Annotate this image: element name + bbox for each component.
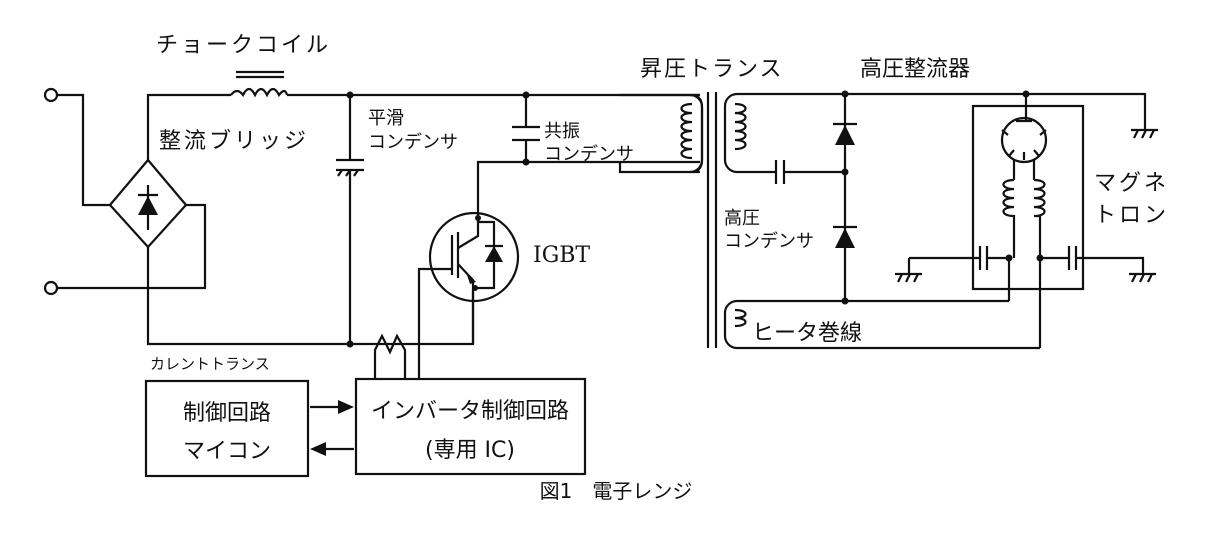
signal-arrows xyxy=(310,400,354,456)
label-resonant-cap-2: コンデンサ xyxy=(544,144,634,165)
inverter-block-line2: (専用 IC) xyxy=(425,438,515,463)
control-microcomputer-block: 制御回路 マイコン xyxy=(144,379,310,478)
label-hv-rectifier: 高圧整流器 xyxy=(860,57,970,82)
label-hv-cap-1: 高圧 xyxy=(724,208,760,229)
label-smoothing-cap-2: コンデンサ xyxy=(368,132,458,153)
ac-input-terminals xyxy=(43,87,207,296)
figure-caption: 図1 電子レンジ xyxy=(540,479,693,503)
label-magnetron-1: マグネ xyxy=(1094,171,1169,196)
label-magnetron-2: トロン xyxy=(1094,203,1169,228)
magnetron xyxy=(895,94,1156,348)
step-up-transformer xyxy=(618,92,1040,350)
label-rectifier-bridge: 整流ブリッジ xyxy=(159,129,309,154)
choke-coil xyxy=(230,70,700,98)
control-block-line1: 制御回路 xyxy=(183,401,271,426)
label-choke-coil: チョークコイル xyxy=(156,33,331,58)
label-smoothing-cap-1: 平滑 xyxy=(368,108,404,129)
label-step-up-transformer: 昇圧トランス xyxy=(640,57,784,82)
label-igbt: IGBT xyxy=(533,243,590,268)
control-block-line2: マイコン xyxy=(183,439,271,464)
label-heater-winding: ヒータ巻線 xyxy=(752,321,862,346)
smoothing-capacitor xyxy=(336,91,364,348)
label-resonant-cap-1: 共振 xyxy=(544,121,580,142)
inverter-block-line1: インバータ制御回路 xyxy=(371,399,569,424)
inverter-control-block: インバータ制御回路 (専用 IC) xyxy=(354,377,587,476)
igbt-symbol xyxy=(417,211,520,379)
current-transformer xyxy=(373,333,407,379)
resonant-capacitor xyxy=(476,91,700,218)
hv-rectifier xyxy=(833,90,1158,305)
label-hv-cap-2: コンデンサ xyxy=(724,231,814,252)
label-current-transformer: カレントトランス xyxy=(150,355,270,373)
